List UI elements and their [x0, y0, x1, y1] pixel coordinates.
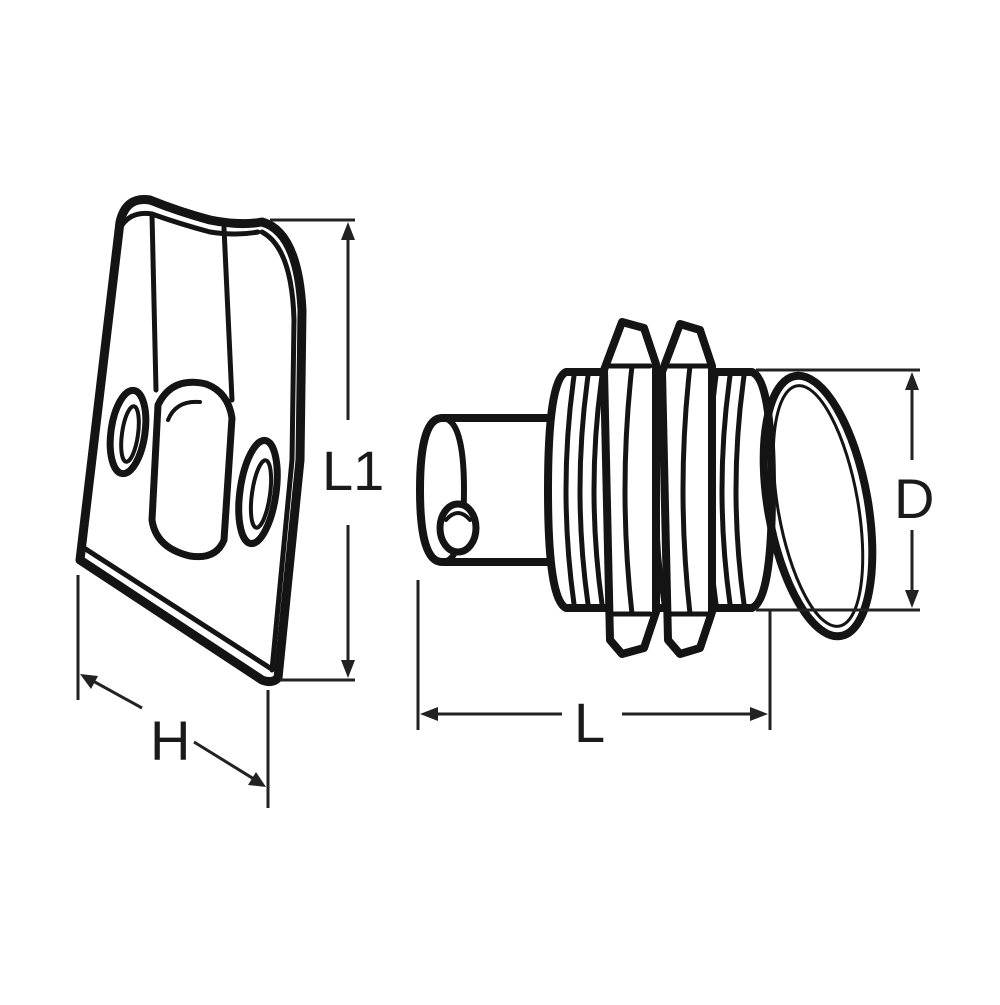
label-h: H [150, 709, 190, 772]
screw-hole-right [235, 436, 281, 548]
screw-hole-left [106, 386, 150, 478]
strike-plate-bottom-bevel [81, 545, 273, 671]
strike-plate [75, 194, 307, 687]
spring-pin [416, 318, 877, 658]
dimension-d: D [756, 368, 934, 612]
hex-nut-inner [600, 318, 660, 658]
hex-nut-outer [658, 320, 716, 658]
pull-ring [759, 371, 877, 641]
strike-plate-ridge [115, 210, 261, 237]
label-d: D [894, 467, 934, 530]
label-l: L [574, 691, 605, 754]
plunger-cross-hole [436, 500, 480, 556]
strike-plate-channel-left [149, 211, 159, 393]
strike-plate-channel-right [221, 225, 235, 403]
plunger-end-face [439, 415, 467, 565]
dimension-h: H [76, 575, 270, 808]
label-l1: L1 [322, 439, 384, 502]
strike-plate-latch-slot [148, 378, 236, 561]
strike-plate-slot-shadow [166, 399, 202, 422]
dimension-l1: L1 [270, 218, 384, 682]
dimension-l: L [416, 580, 772, 754]
strike-plate-right-edge [259, 229, 297, 673]
